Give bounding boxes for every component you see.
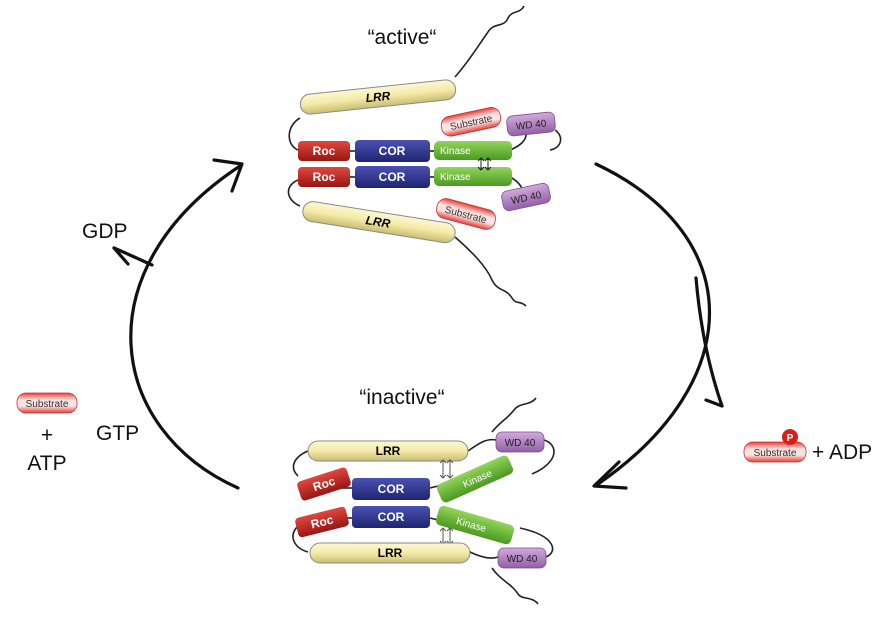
gtp-label: GTP <box>96 422 139 445</box>
wd40-domain <box>501 182 551 212</box>
inactive-dimer: LRR WD 40 Roc COR Kinase Roc COR Kinase <box>292 397 555 605</box>
arrowhead-adp <box>704 398 724 408</box>
substrate-label: Substrate <box>754 448 797 459</box>
arrow-adp-release <box>694 276 724 408</box>
kinase-domain <box>434 141 512 160</box>
lrr-domain <box>307 440 469 462</box>
arrowhead-inactive <box>592 460 628 490</box>
arrowhead-gdp <box>112 246 130 266</box>
roc-label: Roc <box>313 144 336 158</box>
lrr-domain <box>309 542 471 564</box>
active-dimer: LRR Roc COR Kinase Roc COR Kinase WD 40 … <box>287 5 562 307</box>
cor-domain <box>355 166 430 188</box>
left-substrate: Substrate <box>16 392 78 414</box>
gdp-label: GDP <box>82 220 128 243</box>
kinase-domain <box>435 505 515 545</box>
roc-label: Roc <box>311 474 337 494</box>
cor-label: COR <box>379 144 406 158</box>
wd40-label: WD 40 <box>505 438 536 449</box>
arrow-gtp-to-active <box>129 164 242 490</box>
plus-sign: + <box>41 424 53 447</box>
lrr-label: LRR <box>365 213 392 231</box>
wd40-label: WD 40 <box>507 554 538 565</box>
wd40-domain <box>495 431 545 453</box>
active-state-label: “active“ <box>368 26 437 49</box>
substrate <box>743 441 807 463</box>
roc-domain <box>298 167 350 187</box>
atp-label: ATP <box>27 452 66 475</box>
inactive-state-label: “inactive“ <box>359 386 444 409</box>
cor-label: COR <box>379 170 406 184</box>
cycle-arrows <box>112 158 724 490</box>
cor-label: COR <box>378 482 405 496</box>
substrate <box>436 198 496 230</box>
substrate <box>16 392 78 414</box>
kinase-label: Kinase <box>440 172 471 183</box>
substrate-label: Substrate <box>26 399 69 410</box>
lrr-label: LRR <box>376 444 401 458</box>
dimer-interaction-arrows <box>477 157 492 171</box>
adp-label: + ADP <box>812 441 872 464</box>
cor-label: COR <box>378 510 405 524</box>
phosphorylated-substrate: Substrate P <box>743 429 807 463</box>
roc-domain <box>297 467 351 501</box>
lrr-domain <box>302 201 456 244</box>
wd40-domain <box>497 547 547 569</box>
roc-label: Roc <box>309 512 335 531</box>
lrr-label: LRR <box>378 546 403 560</box>
substrate <box>440 107 502 137</box>
wd40-domain <box>506 111 556 137</box>
wd40-label: WD 40 <box>515 118 547 132</box>
phosphate-label: P <box>787 433 794 444</box>
cor-domain <box>352 506 430 528</box>
cor-domain <box>352 478 430 500</box>
phosphate-icon <box>782 429 798 445</box>
lrr-domain <box>299 79 457 115</box>
kinase-domain <box>436 455 514 503</box>
kinase-domain <box>434 167 512 186</box>
arrow-active-to-inactive <box>594 162 711 486</box>
cor-domain <box>355 140 430 162</box>
roc-domain <box>295 506 349 538</box>
lrr-label: LRR <box>365 89 391 106</box>
roc-label: Roc <box>313 170 336 184</box>
roc-domain <box>298 141 350 161</box>
arrowhead-active <box>212 158 244 193</box>
kinase-label: Kinase <box>440 146 471 157</box>
